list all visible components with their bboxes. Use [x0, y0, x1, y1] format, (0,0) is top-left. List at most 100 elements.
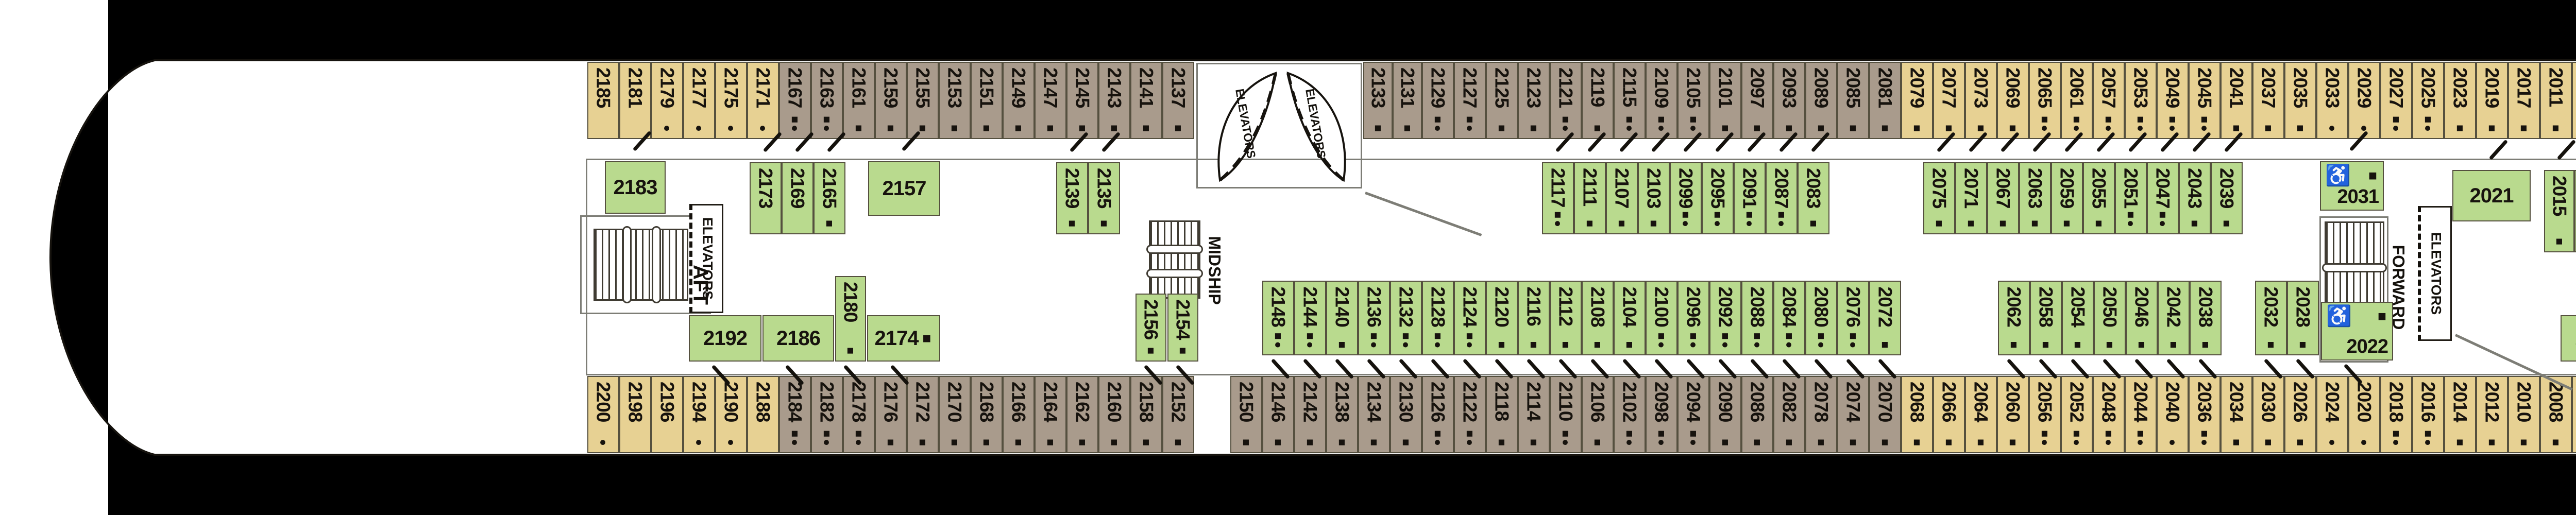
cabin-2071[interactable]: 2071■ — [1955, 162, 1987, 234]
cabin-2088[interactable]: 2088■● — [1741, 281, 1773, 355]
cabin-2177[interactable]: 2177● — [683, 62, 715, 139]
cabin-2180[interactable]: 2180■ — [835, 276, 866, 362]
cabin-2196[interactable]: 2196 — [651, 376, 683, 453]
cabin-2049[interactable]: 2049■● — [2157, 62, 2189, 139]
cabin-2042[interactable]: 2042■ — [2158, 281, 2190, 355]
cabin-2055[interactable]: 2055■ — [2083, 162, 2115, 234]
cabin-2117[interactable]: 2117■● — [1542, 162, 1574, 234]
cabin-2198[interactable]: 2198 — [619, 376, 651, 453]
cabin-2158[interactable]: 2158■ — [1130, 376, 1162, 453]
cabin-2183[interactable]: 2183 — [605, 161, 666, 214]
cabin-2132[interactable]: 2132■● — [1390, 281, 1422, 355]
cabin-2173[interactable]: 2173 — [750, 162, 782, 234]
cabin-2098[interactable]: 2098■● — [1646, 376, 1677, 453]
cabin-2145[interactable]: 2145■ — [1066, 62, 1098, 139]
cabin-2023[interactable]: 2023■ — [2444, 62, 2476, 139]
cabin-2110[interactable]: 2110■● — [1550, 376, 1582, 453]
cabin-2076[interactable]: 2076■● — [1837, 281, 1869, 355]
cabin-2104[interactable]: 2104■ — [1614, 281, 1646, 355]
cabin-2102[interactable]: 2102■● — [1614, 376, 1646, 453]
cabin-2006[interactable]: 2006■ — [2572, 376, 2576, 453]
cabin-2162[interactable]: 2162■ — [1066, 376, 1098, 453]
cabin-2111[interactable]: 2111■ — [1574, 162, 1606, 234]
cabin-2124[interactable]: 2124■● — [1454, 281, 1486, 355]
cabin-2133[interactable]: 2133■ — [1363, 62, 1393, 139]
cabin-2060[interactable]: 2060■ — [1997, 376, 2029, 453]
cabin-2134[interactable]: 2134■ — [1358, 376, 1390, 453]
cabin-2112[interactable]: 2112■ — [1550, 281, 1582, 355]
cabin-2123[interactable]: 2123■ — [1518, 62, 1550, 139]
cabin-2022[interactable]: ♿■2022 — [2321, 302, 2393, 360]
cabin-2174[interactable]: 2174■ — [867, 315, 940, 362]
cabin-2058[interactable]: 2058■ — [2030, 281, 2062, 355]
cabin-2027[interactable]: 2027■● — [2380, 62, 2412, 139]
cabin-2011[interactable]: 2011■ — [2540, 62, 2572, 139]
cabin-2047[interactable]: 2047■● — [2147, 162, 2179, 234]
cabin-2119[interactable]: 2119■ — [1582, 62, 1614, 139]
cabin-2150[interactable]: 2150■ — [1230, 376, 1262, 453]
cabin-2148[interactable]: 2148■● — [1262, 281, 1294, 355]
cabin-2087[interactable]: 2087■● — [1766, 162, 1798, 234]
cabin-2052[interactable]: 2052■● — [2061, 376, 2093, 453]
cabin-2181[interactable]: 2181 — [619, 62, 651, 139]
cabin-2018[interactable]: 2018■● — [2380, 376, 2412, 453]
cabin-2125[interactable]: 2125■ — [1486, 62, 1518, 139]
cabin-2163[interactable]: 2163■● — [811, 62, 843, 139]
cabin-2164[interactable]: 2164■ — [1035, 376, 1066, 453]
cabin-2069[interactable]: 2069■ — [1997, 62, 2029, 139]
cabin-2004[interactable]: 2004 — [2561, 315, 2576, 362]
cabin-2154[interactable]: 2154■ — [1167, 294, 1198, 362]
cabin-2108[interactable]: 2108■ — [1582, 281, 1614, 355]
cabin-2084[interactable]: 2084■● — [1773, 281, 1805, 355]
cabin-2091[interactable]: 2091■● — [1734, 162, 1766, 234]
cabin-2079[interactable]: 2079■ — [1901, 62, 1933, 139]
cabin-2026[interactable]: 2026■ — [2284, 376, 2316, 453]
cabin-2082[interactable]: 2082■ — [1773, 376, 1805, 453]
cabin-2175[interactable]: 2175● — [715, 62, 747, 139]
cabin-2019[interactable]: 2019■ — [2476, 62, 2508, 139]
cabin-2012[interactable]: 2012■ — [2476, 376, 2508, 453]
cabin-2131[interactable]: 2131■ — [1393, 62, 1422, 139]
cabin-2053[interactable]: 2053■● — [2125, 62, 2157, 139]
cabin-2057[interactable]: 2057■● — [2093, 62, 2125, 139]
cabin-2166[interactable]: 2166■ — [1003, 376, 1035, 453]
cabin-2128[interactable]: 2128■● — [1422, 281, 1454, 355]
cabin-2024[interactable]: 2024● — [2316, 376, 2348, 453]
cabin-2147[interactable]: 2147■ — [1035, 62, 1066, 139]
cabin-2172[interactable]: 2172■ — [907, 376, 939, 453]
cabin-2025[interactable]: 2025■● — [2412, 62, 2444, 139]
cabin-2188[interactable]: 2188 — [747, 376, 779, 453]
cabin-2050[interactable]: 2050■ — [2094, 281, 2126, 355]
cabin-2167[interactable]: 2167■● — [779, 62, 811, 139]
cabin-2184[interactable]: 2184■● — [779, 376, 811, 453]
cabin-2065[interactable]: 2065■● — [2029, 62, 2061, 139]
cabin-2140[interactable]: 2140■ — [1326, 281, 1358, 355]
cabin-2105[interactable]: 2105■● — [1677, 62, 1709, 139]
cabin-2010[interactable]: 2010■ — [2508, 376, 2540, 453]
cabin-2086[interactable]: 2086■ — [1741, 376, 1773, 453]
cabin-2062[interactable]: 2062■ — [1998, 281, 2030, 355]
cabin-2046[interactable]: 2046■ — [2126, 281, 2158, 355]
cabin-2120[interactable]: 2120■ — [1486, 281, 1518, 355]
cabin-2068[interactable]: 2068■ — [1901, 376, 1933, 453]
cabin-2044[interactable]: 2044■● — [2125, 376, 2157, 453]
cabin-2118[interactable]: 2118■ — [1486, 376, 1518, 453]
cabin-2033[interactable]: 2033● — [2316, 62, 2348, 139]
cabin-2009[interactable]: 2009■ — [2574, 170, 2576, 252]
cabin-2054[interactable]: 2054■ — [2062, 281, 2094, 355]
cabin-2089[interactable]: 2089■ — [1805, 62, 1837, 139]
cabin-2080[interactable]: 2080■● — [1805, 281, 1837, 355]
cabin-2070[interactable]: 2070■ — [1869, 376, 1901, 453]
cabin-2178[interactable]: 2178■● — [843, 376, 875, 453]
cabin-2028[interactable]: 2028■ — [2287, 281, 2319, 355]
cabin-2067[interactable]: 2067■ — [1987, 162, 2019, 234]
cabin-2081[interactable]: 2081■ — [1869, 62, 1901, 139]
cabin-2099[interactable]: 2099■● — [1670, 162, 1702, 234]
cabin-2185[interactable]: 2185 — [587, 62, 619, 139]
cabin-2097[interactable]: 2097■ — [1741, 62, 1773, 139]
cabin-2146[interactable]: 2146■ — [1262, 376, 1294, 453]
cabin-2066[interactable]: 2066■ — [1933, 376, 1965, 453]
cabin-2159[interactable]: 2159■ — [875, 62, 907, 139]
cabin-2136[interactable]: 2136■● — [1358, 281, 1390, 355]
cabin-2007[interactable]: 2007■ — [2572, 62, 2576, 139]
